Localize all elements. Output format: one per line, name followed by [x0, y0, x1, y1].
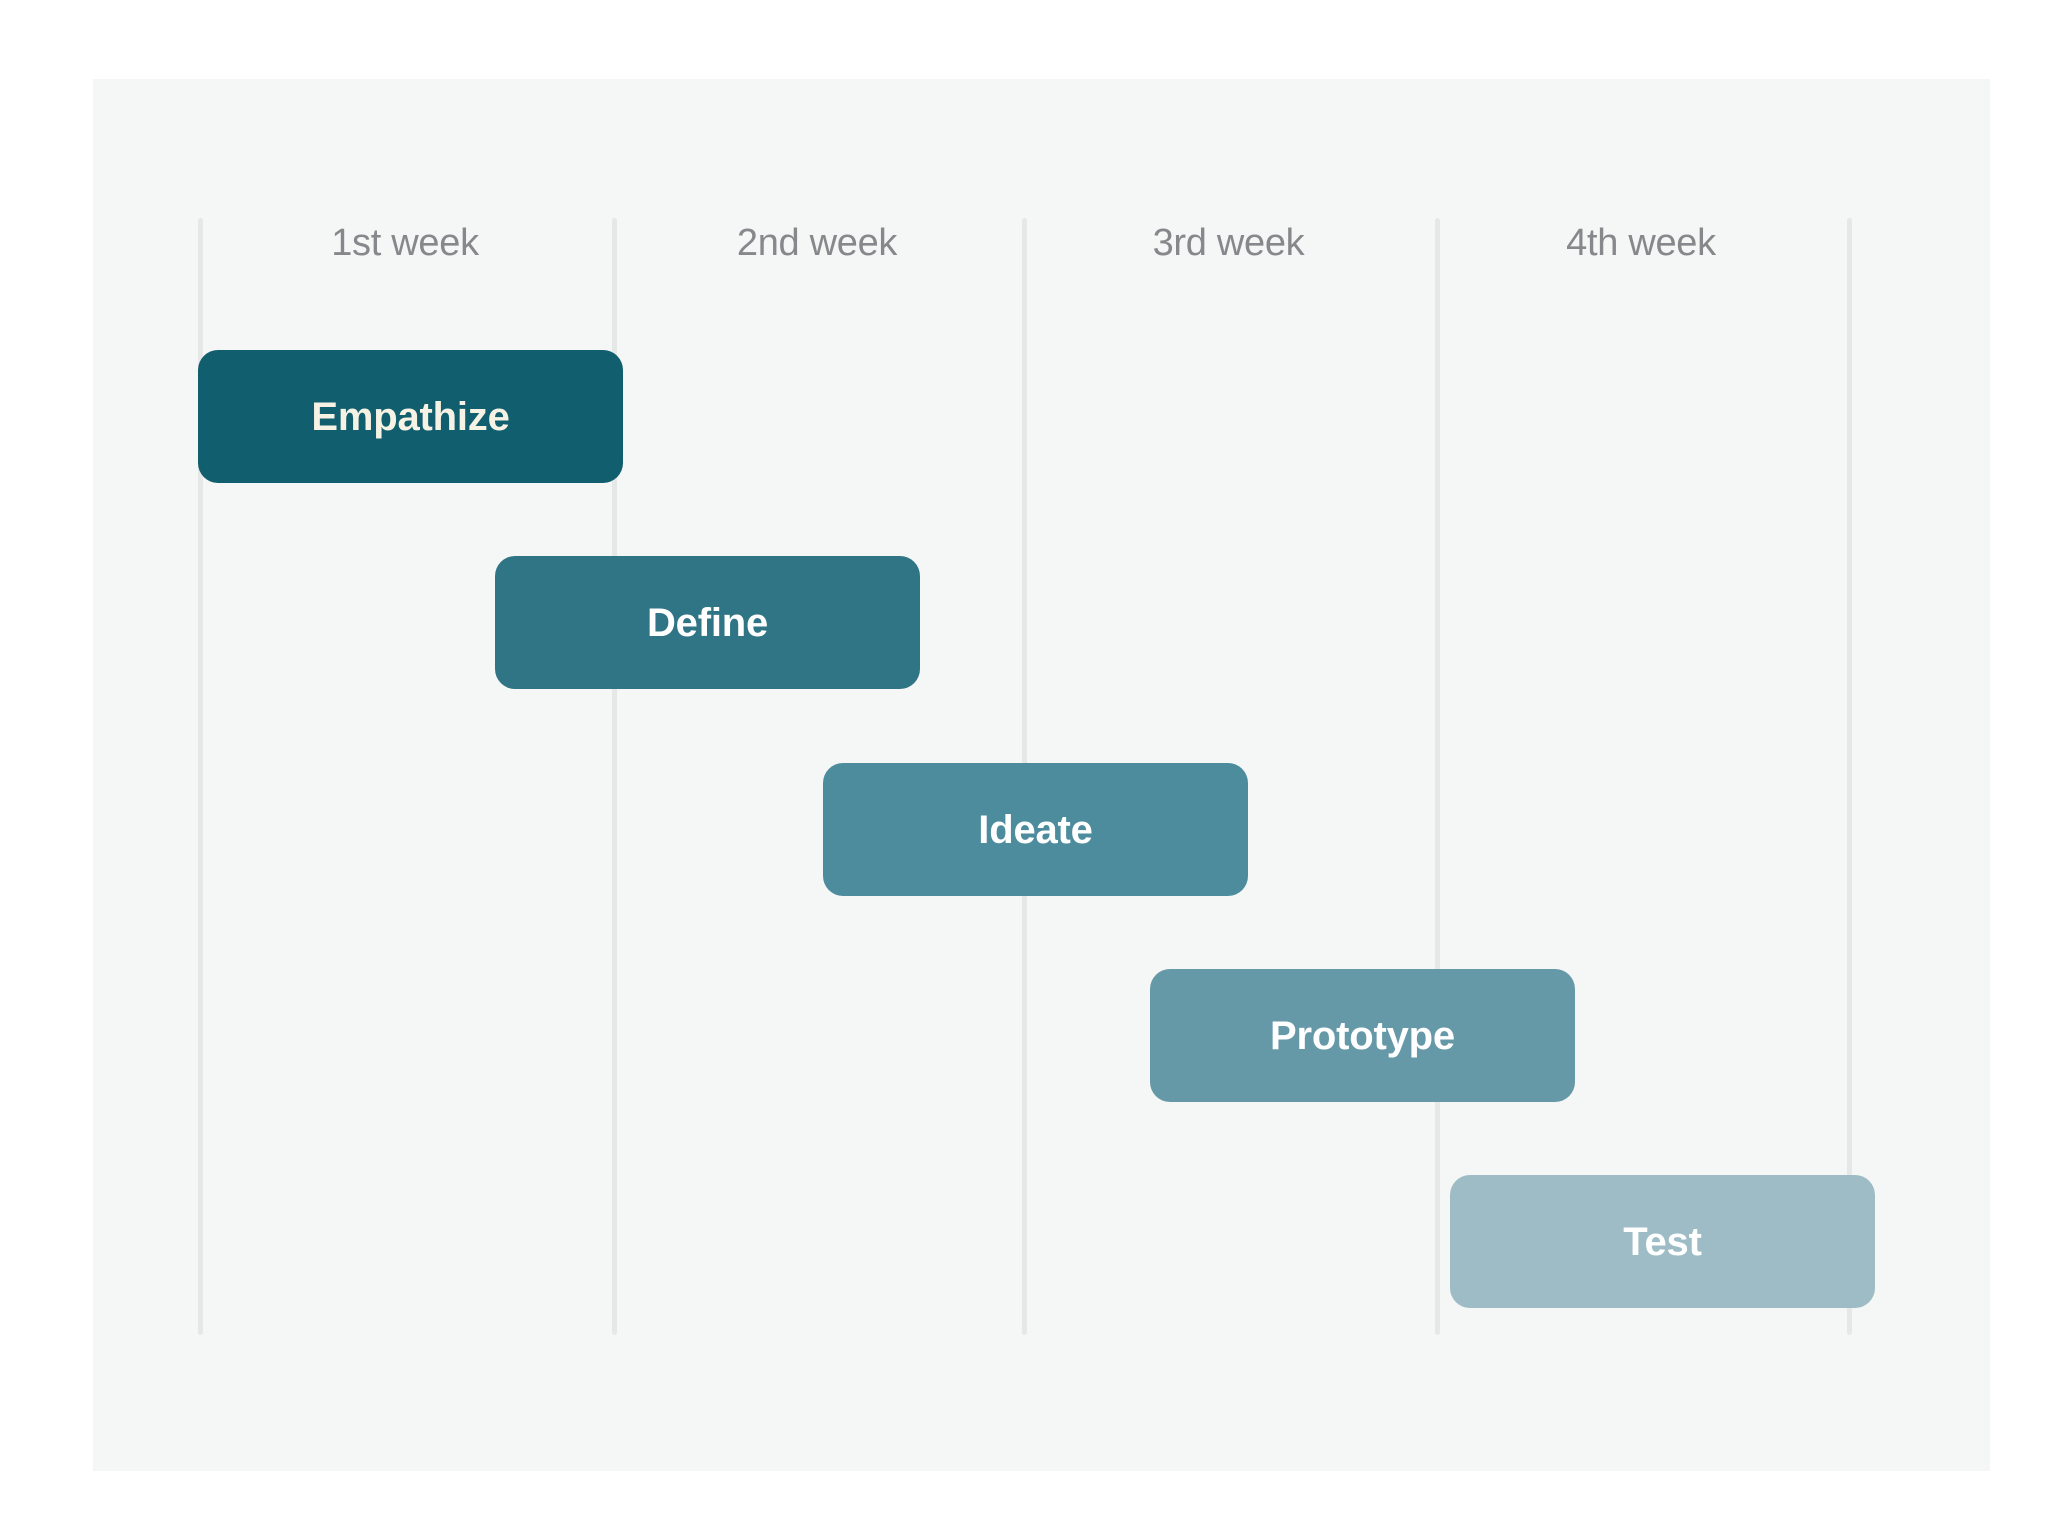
chart-panel: 1st week 2nd week 3rd week 4th week Empa…: [93, 79, 1990, 1471]
task-bar-ideate[interactable]: Ideate: [823, 763, 1248, 896]
week-label-4: 4th week: [1566, 222, 1716, 264]
task-bar-label-prototype: Prototype: [1270, 1013, 1455, 1058]
task-bar-test[interactable]: Test: [1450, 1175, 1875, 1308]
week-label-1: 1st week: [331, 222, 479, 264]
task-bar-label-define: Define: [646, 600, 769, 645]
week-header: 1st week 2nd week 3rd week 4th week: [93, 79, 1990, 1471]
task-bar-prototype[interactable]: Prototype: [1150, 969, 1575, 1102]
task-bar-label-test: Test: [1623, 1219, 1702, 1264]
task-bar-empathize[interactable]: Empathize: [198, 350, 623, 483]
task-bar-label-empathize: Empathize: [311, 394, 510, 439]
week-label-2: 2nd week: [736, 222, 898, 264]
task-bar-define[interactable]: Define: [495, 556, 920, 689]
week-label-3: 3rd week: [1152, 222, 1305, 264]
task-bar-label-ideate: Ideate: [978, 807, 1093, 852]
task-bars-group: Empathize Define Ideate Prototype Test: [93, 79, 1990, 1471]
